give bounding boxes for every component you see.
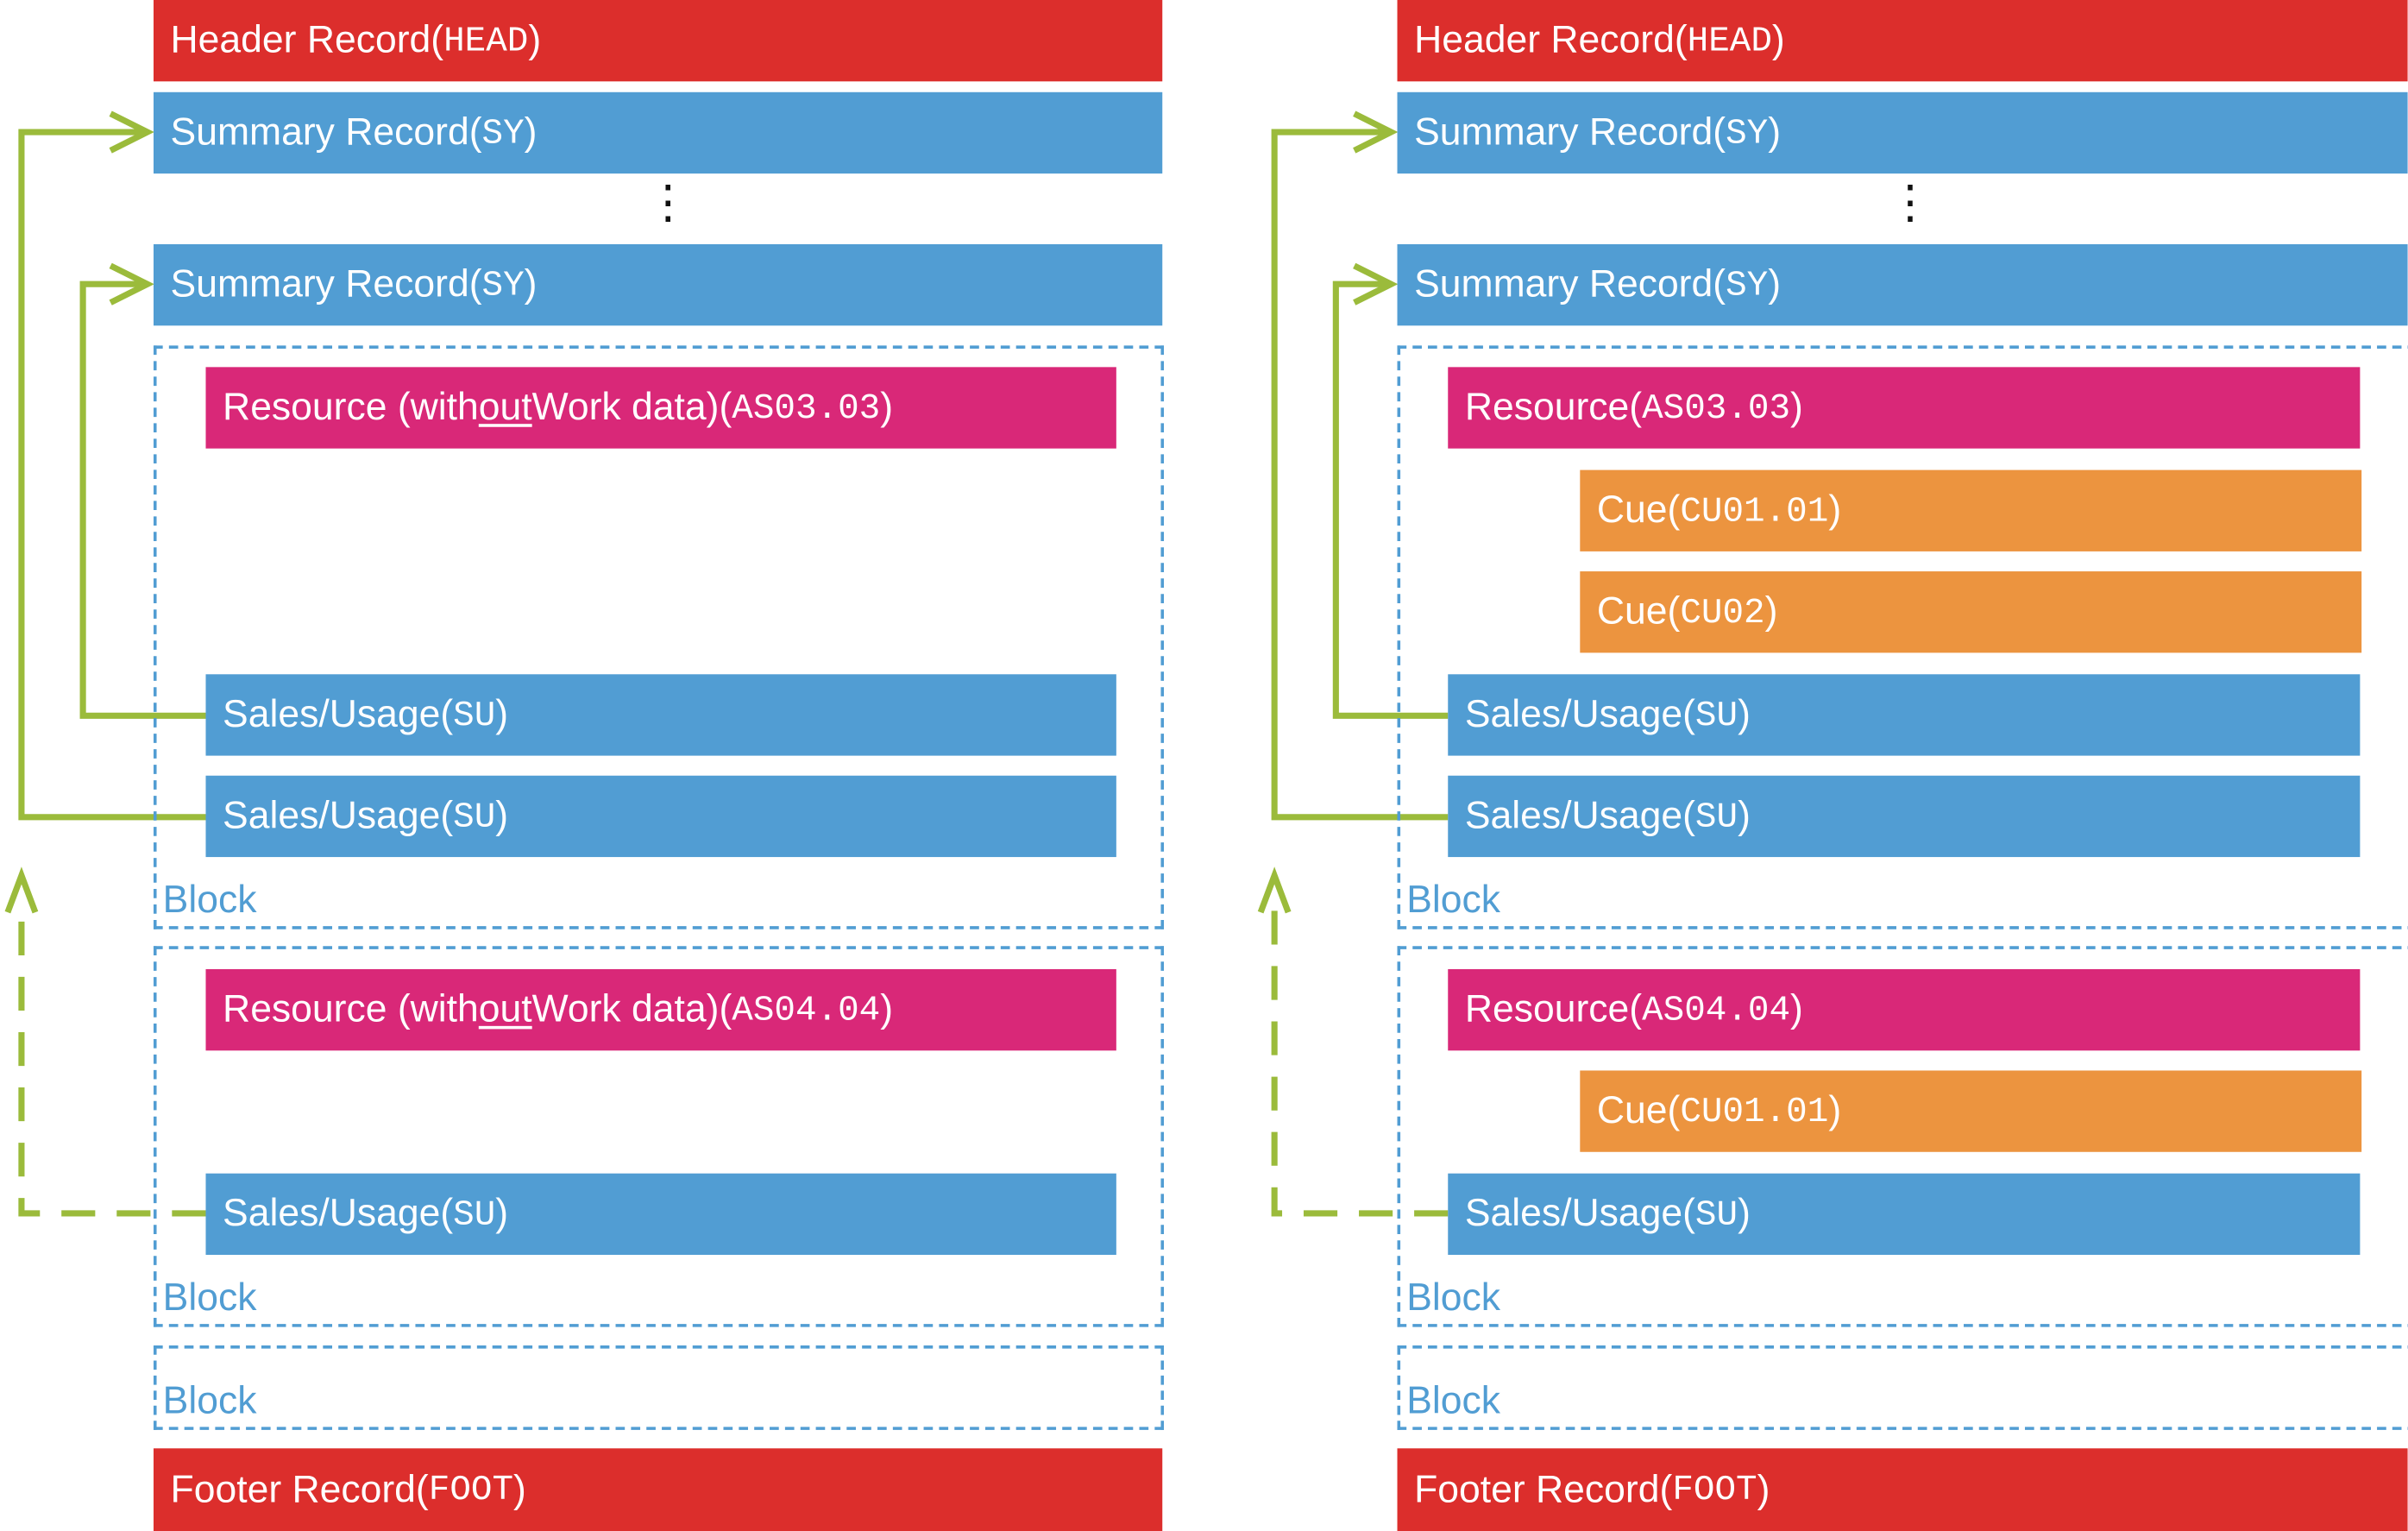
arrowhead-icon [109, 110, 154, 154]
block-label: Block [162, 1276, 257, 1320]
ellipsis-icon: ⋮ [644, 178, 691, 230]
block: Block [1397, 946, 2408, 1327]
block-label: Block [162, 1379, 257, 1423]
block: Block [1397, 1345, 2408, 1430]
footer-record: Footer Record (FOOT) [153, 1448, 1163, 1531]
header-record: Header Record (HEAD) [153, 0, 1163, 82]
left-link-arrows [4, 110, 206, 1217]
right-link-su2-to-sy1 [1271, 129, 1449, 821]
resource-record: Resource (AS04.04) [1448, 968, 2361, 1051]
block-label: Block [162, 878, 257, 922]
sales-usage-record: Sales/Usage (SU) [1448, 674, 2361, 756]
right-link-arrows [1257, 110, 1449, 1217]
footer-record: Footer Record (FOOT) [1397, 1448, 2408, 1531]
cue-record: Cue (CU01.01) [1580, 469, 2362, 551]
cue-record: Cue (CU01.01) [1580, 1070, 2362, 1152]
ellipsis-icon: ⋮ [1887, 178, 1933, 230]
header-record: Header Record (HEAD) [1397, 0, 2408, 82]
summary-record: Summary Record (SY) [153, 243, 1163, 326]
arrowhead-icon [1257, 866, 1292, 914]
sales-usage-record: Sales/Usage (SU) [205, 1173, 1116, 1256]
arrowhead-icon [109, 262, 154, 306]
block: Block [153, 946, 1165, 1327]
sales-usage-record: Sales/Usage (SU) [205, 775, 1116, 858]
block: Block [1397, 345, 2408, 929]
block: Block [153, 345, 1165, 929]
left-panel: Header Record (HEAD) Summary Record (SY)… [4, 0, 1165, 1531]
block-label: Block [1406, 1379, 1501, 1423]
summary-record: Summary Record (SY) [153, 91, 1163, 174]
right-link-su1-to-sy2 [1332, 280, 1449, 719]
left-link-su1-to-sy2 [79, 280, 206, 719]
right-panel: Header Record (HEAD) Summary Record (SY)… [1253, 0, 2408, 1531]
summary-record: Summary Record (SY) [1397, 91, 2408, 174]
sales-usage-record: Sales/Usage (SU) [205, 674, 1116, 756]
resource-record: Resource (AS03.03) [1448, 367, 2361, 449]
arrowhead-icon [1353, 262, 1399, 306]
arrowhead-icon [4, 866, 39, 914]
right-link-dashed [1271, 906, 1449, 1217]
sales-usage-record: Sales/Usage (SU) [1448, 1173, 2361, 1256]
arrowhead-icon [1353, 110, 1399, 154]
block-label: Block [1406, 1276, 1501, 1320]
sales-usage-record: Sales/Usage (SU) [1448, 775, 2361, 858]
summary-record: Summary Record (SY) [1397, 243, 2408, 326]
block: Block [153, 1345, 1165, 1430]
block-label: Block [1406, 878, 1501, 922]
cue-record: Cue (CU02) [1580, 571, 2362, 653]
left-link-dashed [18, 906, 206, 1217]
left-link-su2-to-sy1 [18, 129, 206, 821]
